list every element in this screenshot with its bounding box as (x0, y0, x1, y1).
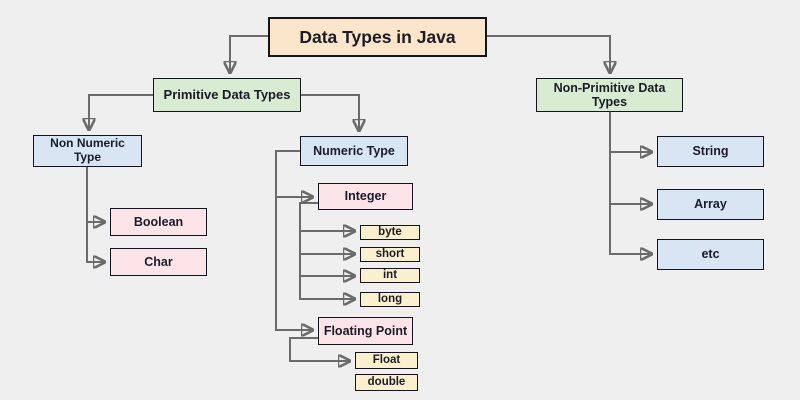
node-non-primitive-data-types: Non-Primitive Data Types (536, 78, 683, 112)
node-data-types-in-java: Data Types in Java (268, 17, 487, 57)
edge-primitive-nonnumeric (89, 94, 153, 129)
node-float: Float (355, 352, 418, 369)
node-label: Char (144, 254, 173, 269)
node-label: String (692, 144, 729, 159)
node-string: String (657, 136, 764, 167)
node-label: Primitive Data Types (163, 86, 291, 102)
node-integer: Integer (318, 183, 413, 210)
edge-title-nonprimitive (487, 35, 610, 72)
node-label: Float (372, 353, 401, 366)
node-label: Numeric Type (313, 143, 395, 158)
node-short: short (360, 247, 420, 262)
node-char: Char (110, 248, 207, 276)
node-array: Array (657, 189, 764, 220)
edge-nonprimitive-etc (609, 204, 651, 254)
edge-nonprimitive-string (609, 112, 651, 152)
node-label: long (377, 292, 403, 305)
edge-title-primitive (230, 35, 268, 72)
node-label: Integer (344, 189, 387, 204)
node-floating-point: Floating Point (318, 317, 413, 345)
node-boolean: Boolean (110, 208, 207, 236)
node-label: byte (378, 225, 402, 238)
node-label: Non-Primitive Data Types (553, 80, 666, 109)
node-label: Data Types in Java (299, 26, 456, 47)
node-numeric-type: Numeric Type (300, 136, 408, 166)
node-int: int (360, 268, 420, 283)
node-long: long (360, 292, 420, 307)
node-label: Array (694, 197, 727, 212)
node-label: Non Numeric Type (50, 136, 125, 164)
edge-integer-int (299, 254, 354, 276)
edge-integer-long (299, 276, 354, 299)
node-primitive-data-types: Primitive Data Types (153, 78, 301, 112)
node-etc: etc (657, 239, 764, 270)
edge-integer-short (299, 231, 354, 254)
edge-nonnumeric-char (86, 222, 104, 262)
edge-nonnumeric-boolean (86, 167, 104, 222)
node-label: etc (701, 247, 720, 262)
node-label: short (375, 247, 405, 260)
node-label: Boolean (133, 214, 184, 229)
node-double: double (355, 374, 418, 391)
node-label: Floating Point (323, 323, 408, 338)
node-non-numeric-type: Non Numeric Type (33, 135, 142, 167)
edge-nonprimitive-array (609, 152, 651, 204)
edge-numeric-floating (275, 197, 312, 330)
edge-primitive-numeric (301, 94, 359, 130)
node-label: int (382, 268, 398, 281)
node-byte: byte (360, 225, 420, 240)
node-label: double (367, 375, 406, 388)
